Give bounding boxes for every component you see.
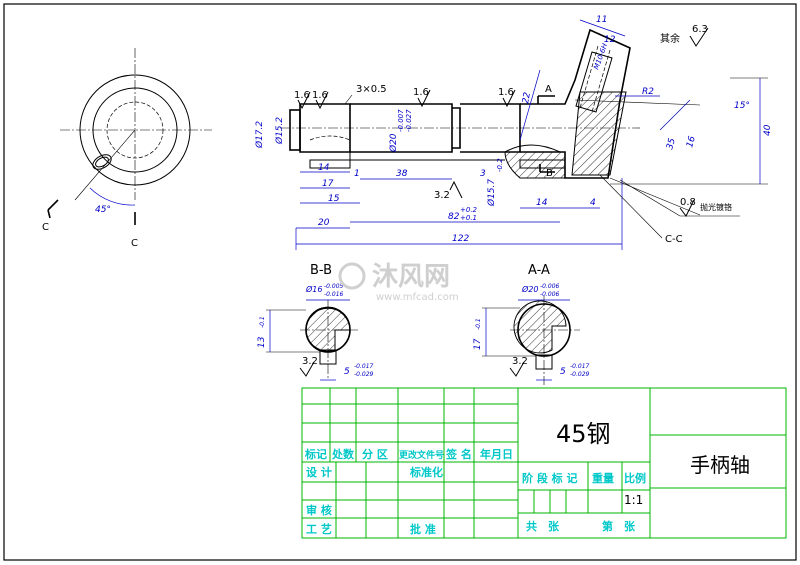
dim-40: 40 <box>763 124 773 136</box>
dim-14a: 14 <box>318 163 330 173</box>
dim-15deg: 15° <box>734 101 750 111</box>
end-view: 45° C C <box>42 48 212 249</box>
dim-dia-152: Ø15.2 <box>274 117 285 145</box>
section-c-mark-left: C <box>42 222 49 233</box>
rough-16b: 1.6 <box>312 90 328 101</box>
tb-material: 45钢 <box>556 420 611 448</box>
aa-dia-tol-up: -0.006 <box>540 283 560 290</box>
tb-approve: 批 准 <box>410 522 436 536</box>
tb-design: 设 计 <box>306 465 332 479</box>
tb-total: 共 张 <box>526 519 560 533</box>
tb-review: 审 核 <box>306 503 332 517</box>
aa-rough: 3.2 <box>512 356 528 367</box>
dim-35: 35 <box>665 137 678 151</box>
aa-depth-tol: -0.1 <box>475 318 482 330</box>
shaft-main-view <box>280 28 701 216</box>
aa-depth: 17 <box>473 338 483 350</box>
bb-dia: Ø16 <box>305 284 322 294</box>
note-chamfer: 3×0.5 <box>356 84 387 95</box>
dim-16: 16 <box>685 135 698 149</box>
dim-122: 122 <box>452 234 469 244</box>
rough-32a: 3.2 <box>434 190 450 201</box>
dim-3: 3 <box>480 169 486 179</box>
dim-1: 1 <box>354 169 360 179</box>
bb-dia-tol-dn: -0.016 <box>324 291 344 298</box>
dim-20: 20 <box>318 218 330 228</box>
rough-16c: 1.6 <box>413 87 429 98</box>
main-dimensions: 14 17 15 20 1 38 3 82 +0.2 +0.1 14 4 122… <box>254 15 773 250</box>
tb-h-doc: 更改文件号 <box>399 449 444 461</box>
section-bb-title: B-B <box>310 263 332 278</box>
dim-15: 15 <box>328 194 340 204</box>
title-block: 标记 处数 分 区 更改文件号 签 名 年月日 设 计 标准化 审 核 工 艺 … <box>301 387 787 539</box>
angle-45-label: 45° <box>95 205 111 215</box>
dim-dia-157-tol: -0.2 <box>496 158 504 172</box>
section-aa-view: A-A Ø20 -0.006 -0.006 17 -0.1 3.2 5 -0.0… <box>473 263 590 385</box>
bb-rough: 3.2 <box>302 356 318 367</box>
other-roughness-label: 其余 <box>660 32 680 45</box>
rough-16a: 1.6 <box>294 90 310 101</box>
tb-ratio: 比例 <box>624 471 646 485</box>
dim-38: 38 <box>396 169 408 179</box>
dim-dia-20-tol-up: -0.007 <box>397 109 405 132</box>
aa-dia: Ø20 <box>521 284 538 294</box>
dim-4: 4 <box>590 198 596 208</box>
dim-12: 12 <box>604 35 616 45</box>
section-c-mark-bottom: C <box>131 238 138 249</box>
polish-note: 抛光镀铬 <box>700 202 732 212</box>
tb-process: 工 艺 <box>306 522 332 536</box>
aa-width-tol-up: -0.017 <box>570 363 590 370</box>
section-cc-label: C-C <box>665 234 683 245</box>
tb-h-count: 处数 <box>331 447 355 461</box>
section-bb-view: B-B Ø16 -0.005 -0.016 13 -0.1 3.2 5 -0.0… <box>257 263 374 381</box>
sheet-frame <box>3 3 797 561</box>
aa-width: 5 <box>560 367 566 377</box>
dim-dia-20-tol-dn: -0.027 <box>405 109 413 132</box>
dim-dia-157: Ø15.7 <box>486 179 497 207</box>
tb-weight: 重量 <box>592 471 614 485</box>
dim-82-tol-dn: +0.1 <box>460 214 477 222</box>
tb-sheet: 第 张 <box>602 519 636 533</box>
tb-part-name: 手柄轴 <box>690 453 750 477</box>
section-b-mark: B <box>546 168 553 179</box>
tb-h-zone: 分 区 <box>362 447 388 461</box>
watermark-url: www.mfcad.com <box>376 292 459 303</box>
dim-82: 82 <box>448 212 460 222</box>
other-roughness-value: 6.3 <box>692 24 708 35</box>
tb-h-sign: 签 名 <box>445 447 472 461</box>
bb-depth: 13 <box>257 336 267 348</box>
tb-standard: 标准化 <box>409 465 443 479</box>
rough-16d: 1.6 <box>498 87 514 98</box>
dim-14b: 14 <box>536 198 548 208</box>
aa-width-tol-dn: -0.029 <box>570 371 590 378</box>
bb-width-tol-dn: -0.029 <box>354 371 374 378</box>
bb-width: 5 <box>344 367 350 377</box>
dim-82-tol-up: +0.2 <box>460 206 478 214</box>
tb-scale: 1:1 <box>624 493 643 507</box>
dim-r2: R2 <box>642 87 654 97</box>
dim-dia-172: Ø17.2 <box>254 121 265 149</box>
dim-dia-20: Ø20 <box>388 133 399 153</box>
bb-width-tol-up: -0.017 <box>354 363 374 370</box>
aa-dia-tol-dn: -0.006 <box>540 291 560 298</box>
watermark: 沐风网 www.mfcad.com <box>338 262 459 303</box>
bb-dia-tol-up: -0.005 <box>324 283 344 290</box>
section-a-mark: A <box>545 84 552 95</box>
rough-08: 0.8 <box>680 197 696 208</box>
section-aa-title: A-A <box>528 263 550 278</box>
bb-depth-tol: -0.1 <box>259 316 266 328</box>
dim-22: 22 <box>521 91 533 104</box>
tb-h-date: 年月日 <box>480 447 513 461</box>
dim-11: 11 <box>596 15 607 25</box>
dim-17: 17 <box>322 179 334 189</box>
tb-stage: 阶 段 标 记 <box>522 471 578 485</box>
tb-h-mark: 标记 <box>304 447 327 461</box>
watermark-cn: 沐风网 <box>372 262 450 292</box>
